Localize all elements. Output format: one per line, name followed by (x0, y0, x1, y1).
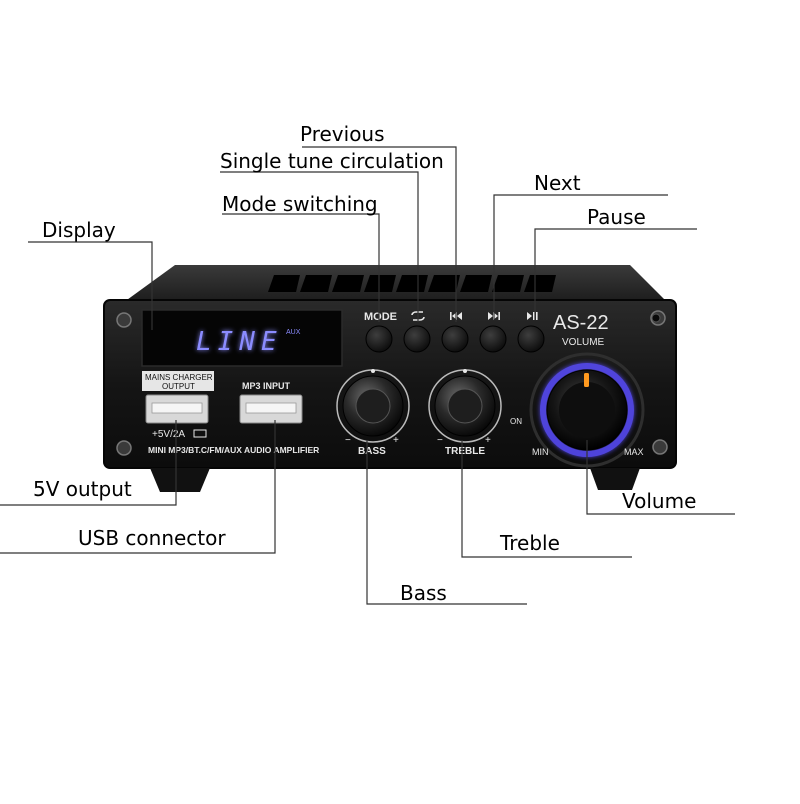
callout-5v-output: 5V output (33, 477, 132, 501)
play-pause-icon (527, 312, 538, 320)
vent-slots (268, 275, 556, 292)
min-label: MIN (532, 447, 549, 457)
volume-label: VOLUME (562, 337, 605, 348)
callout-bass: Bass (400, 581, 447, 605)
bass-knob-cap (355, 388, 391, 424)
repeat-icon (411, 311, 425, 321)
previous-button[interactable] (441, 325, 469, 353)
callout-single-tune: Single tune circulation (220, 149, 444, 173)
treble-plus: + (485, 435, 491, 446)
amp-foot-right (590, 468, 640, 490)
callout-usb-connector: USB connector (78, 526, 226, 550)
display-sub: AUX (286, 329, 301, 336)
treble-minus: − (437, 435, 443, 446)
display-text: LINE (196, 327, 283, 357)
max-label: MAX (624, 447, 644, 457)
mains-label-box (142, 371, 214, 391)
callout-mode-switching: Mode switching (222, 192, 378, 216)
mains-label-1: MAINS CHARGER (145, 373, 213, 382)
callout-previous: Previous (300, 122, 385, 146)
volume-indicator (584, 373, 589, 387)
bass-label: BASS (358, 446, 386, 457)
mains-label-2: OUTPUT (162, 382, 195, 391)
treble-knob-cap (447, 388, 483, 424)
bass-plus: + (393, 435, 399, 446)
usb-rating: +5V/2A (152, 429, 185, 440)
single-tune-button[interactable] (403, 325, 431, 353)
treble-label: TREBLE (445, 446, 485, 457)
callout-treble: Treble (500, 531, 560, 555)
callout-next: Next (534, 171, 581, 195)
callout-volume: Volume (622, 489, 697, 513)
bass-minus: − (345, 435, 351, 446)
mp3-input-label: MP3 INPUT (242, 381, 291, 391)
leader-lines (0, 146, 735, 605)
pause-button[interactable] (517, 325, 545, 353)
next-button[interactable] (479, 325, 507, 353)
display-window (141, 309, 343, 367)
model-label: AS-22 (553, 312, 609, 334)
callout-display: Display (42, 218, 116, 242)
mode-button[interactable] (365, 325, 393, 353)
battery-icon (193, 429, 207, 438)
power-led (651, 313, 661, 323)
amp-foot-left (150, 468, 210, 492)
callout-pause: Pause (587, 205, 646, 229)
on-label: ON (510, 417, 522, 426)
footer-text: MINI MP3/BT.C/FM/AUX AUDIO AMPLIFIER (148, 445, 319, 455)
mode-label: MODE (364, 311, 397, 323)
